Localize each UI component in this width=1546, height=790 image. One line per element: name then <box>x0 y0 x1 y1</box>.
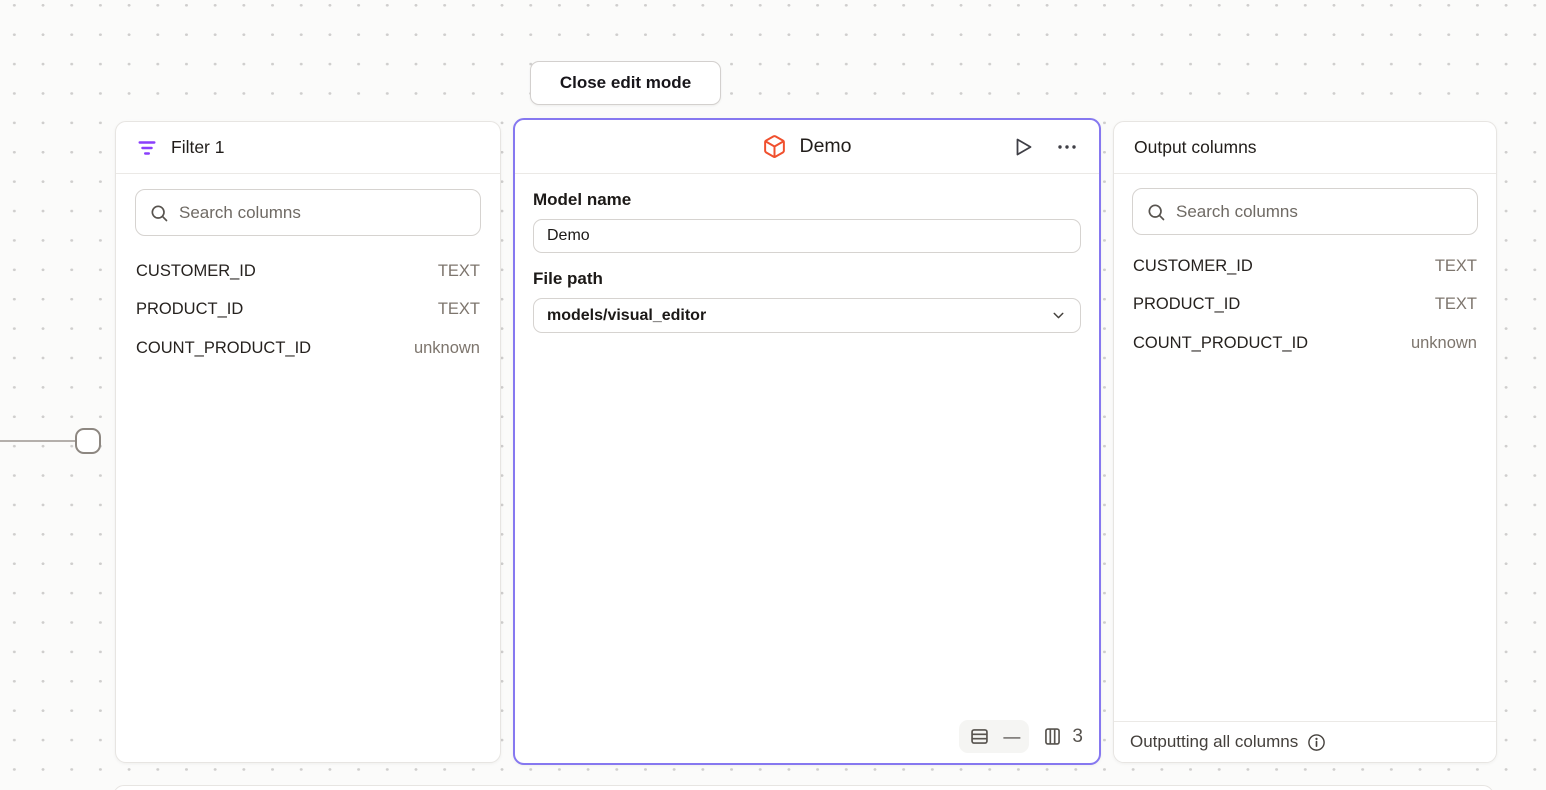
column-name: COUNT_PRODUCT_ID <box>1133 333 1309 352</box>
search-icon <box>149 203 169 223</box>
filter-icon <box>136 137 158 159</box>
column-name: PRODUCT_ID <box>136 300 244 319</box>
column-name: COUNT_PRODUCT_ID <box>136 338 312 357</box>
column-row: PRODUCT_ID TEXT <box>1133 286 1477 325</box>
model-node-panel[interactable]: Demo Model name File path models/visual_… <box>513 118 1101 765</box>
file-path-value: models/visual_editor <box>547 306 707 324</box>
column-count-value: 3 <box>1072 725 1083 747</box>
file-path-select[interactable]: models/visual_editor <box>533 298 1081 333</box>
rows-icon <box>969 726 990 747</box>
column-name: PRODUCT_ID <box>1133 295 1241 314</box>
column-row: COUNT_PRODUCT_ID unknown <box>136 329 480 368</box>
ellipsis-icon[interactable] <box>1055 135 1079 159</box>
row-count-value: — <box>1003 726 1020 746</box>
column-count-stat[interactable]: 3 <box>1042 726 1083 748</box>
play-icon[interactable] <box>1011 135 1035 159</box>
bottom-partial-panel <box>113 785 1494 790</box>
column-type: TEXT <box>1434 295 1477 314</box>
output-panel-header: Output columns <box>1114 122 1496 174</box>
close-edit-mode-button[interactable]: Close edit mode <box>530 61 721 105</box>
filter-column-list: CUSTOMER_ID TEXT PRODUCT_ID TEXT COUNT_P… <box>116 244 500 376</box>
search-icon <box>1146 202 1166 222</box>
filter-search-box[interactable] <box>135 189 481 236</box>
chevron-down-icon <box>1050 307 1067 324</box>
column-row: COUNT_PRODUCT_ID unknown <box>1133 324 1477 363</box>
output-footer-text: Outputting all columns <box>1130 732 1299 751</box>
column-row: CUSTOMER_ID TEXT <box>1133 247 1477 286</box>
filter-search-input[interactable] <box>179 202 467 223</box>
info-icon[interactable] <box>1306 732 1327 753</box>
column-type: TEXT <box>437 300 480 319</box>
output-columns-panel: Output columns CUSTOMER_ID TEXT PRODUCT_… <box>1113 121 1497 763</box>
column-row: PRODUCT_ID TEXT <box>136 291 480 330</box>
output-footer: Outputting all columns <box>1114 721 1496 762</box>
output-search-input[interactable] <box>1176 201 1464 222</box>
output-panel-title: Output columns <box>1134 137 1257 157</box>
file-path-label: File path <box>533 269 603 288</box>
model-panel-header: Demo <box>515 120 1099 174</box>
connection-handle[interactable] <box>75 428 101 454</box>
output-column-list: CUSTOMER_ID TEXT PRODUCT_ID TEXT COUNT_P… <box>1114 239 1496 371</box>
model-panel-title: Demo <box>799 135 852 157</box>
row-count-stat[interactable]: — <box>959 720 1030 753</box>
column-name: CUSTOMER_ID <box>1133 256 1253 275</box>
column-type: unknown <box>413 338 480 357</box>
model-cube-icon <box>762 134 787 159</box>
columns-icon <box>1042 726 1063 747</box>
filter-panel-title: Filter 1 <box>171 137 225 157</box>
column-name: CUSTOMER_ID <box>136 261 256 280</box>
filter-node-panel[interactable]: Filter 1 CUSTOMER_ID TEXT PRODUCT_ID TEX… <box>115 121 501 763</box>
model-name-label: Model name <box>533 190 632 209</box>
output-search-box[interactable] <box>1132 188 1478 235</box>
model-panel-body: Model name File path models/visual_edito… <box>515 174 1099 349</box>
column-type: TEXT <box>437 261 480 280</box>
column-type: unknown <box>1410 333 1477 352</box>
column-row: CUSTOMER_ID TEXT <box>136 252 480 291</box>
column-type: TEXT <box>1434 256 1477 275</box>
filter-panel-header: Filter 1 <box>116 122 500 174</box>
model-header-actions <box>1011 120 1079 173</box>
model-stats-bar: — 3 <box>959 720 1083 753</box>
model-name-input[interactable] <box>533 219 1081 253</box>
connection-edge <box>0 440 78 442</box>
